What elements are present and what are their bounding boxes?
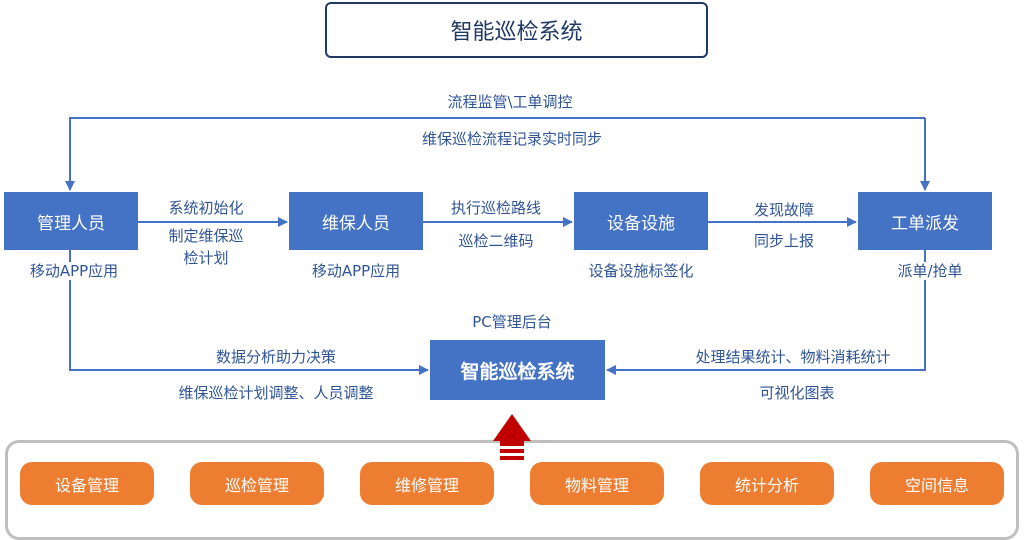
page-title: 智能巡检系统 [325, 2, 708, 58]
right-flow-line [606, 250, 926, 375]
node-manager: 管理人员 [4, 192, 138, 250]
node-work-order: 工单派发 [858, 192, 992, 250]
right-flow-label: 可视化图表 [759, 384, 835, 402]
loop-top-label: 流程监管\工单调控 [447, 93, 573, 111]
edge-label: 发现故障 [753, 201, 815, 219]
loop-bottom-label: 维保巡检流程记录实时同步 [421, 130, 603, 148]
module-equipment-management: 设备管理 [20, 462, 154, 505]
left-flow-line [69, 250, 429, 375]
up-arrow-icon [493, 414, 531, 460]
module-repair-management: 维修管理 [360, 462, 494, 505]
loop-line [65, 117, 925, 191]
system-caption: PC管理后台 [472, 313, 552, 331]
system-box: 智能巡检系统 [430, 340, 605, 400]
edge-label: 系统初始化 [168, 199, 244, 217]
left-flow-label: 数据分析助力决策 [215, 348, 337, 366]
edge-label: 制定维保巡 [168, 227, 244, 245]
edge-label: 执行巡检路线 [450, 199, 542, 217]
edge-label: 巡检二维码 [458, 232, 534, 250]
module-spatial-info: 空间信息 [870, 462, 1004, 505]
node-caption: 移动APP应用 [29, 262, 119, 280]
left-flow-label: 维保巡检计划调整、人员调整 [178, 384, 374, 402]
edge-label: 检计划 [183, 249, 229, 267]
module-inspection-management: 巡检管理 [190, 462, 324, 505]
node-maintainer: 维保人员 [289, 192, 423, 250]
node-caption: 派单/抢单 [897, 262, 963, 280]
node-caption: 移动APP应用 [311, 262, 401, 280]
connector-lines [65, 117, 930, 460]
right-flow-label: 处理结果统计、物料消耗统计 [695, 348, 891, 366]
edge-label: 同步上报 [753, 232, 815, 250]
node-caption: 设备设施标签化 [588, 262, 694, 280]
module-material-management: 物料管理 [530, 462, 664, 505]
module-statistics: 统计分析 [700, 462, 834, 505]
node-equipment: 设备设施 [574, 192, 708, 250]
